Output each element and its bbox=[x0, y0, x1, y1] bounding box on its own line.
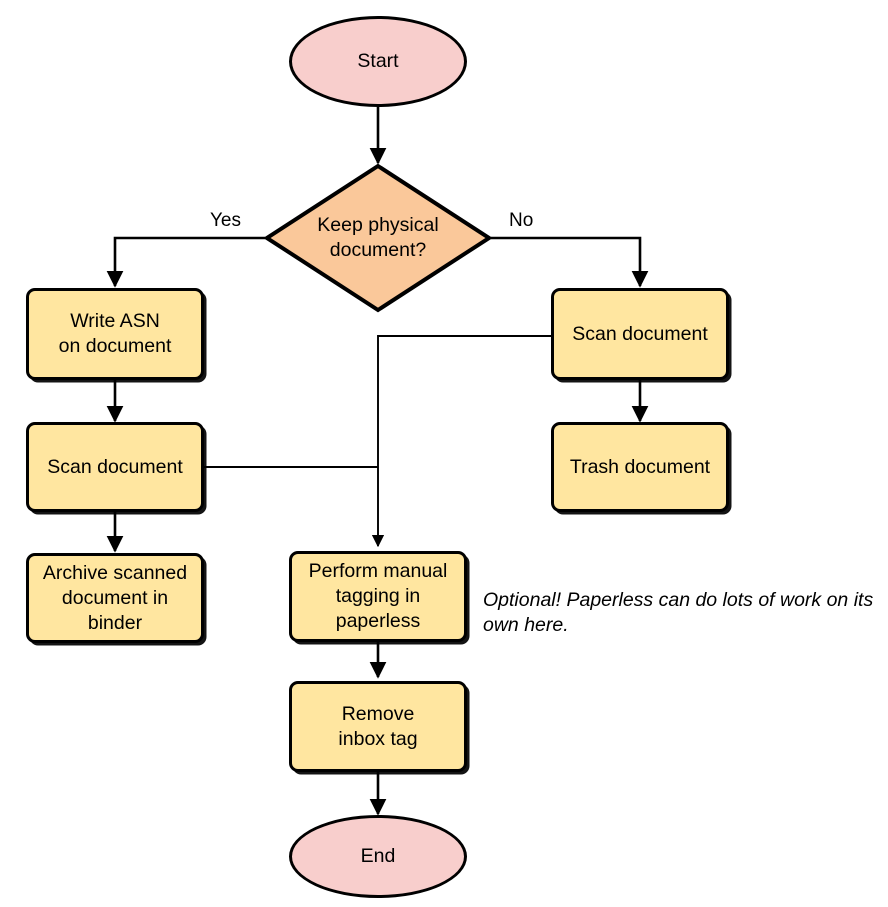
node-scan-document-right-label: Scan document bbox=[572, 322, 708, 345]
node-manual-tagging[interactable]: Perform manual tagging in paperless bbox=[289, 551, 467, 642]
edge-label-yes: Yes bbox=[210, 210, 241, 231]
node-decision-label: Keep physical document? bbox=[264, 163, 492, 313]
node-trash-document-label: Trash document bbox=[569, 455, 711, 478]
edge-label-no: No bbox=[509, 210, 534, 231]
node-end-label: End bbox=[360, 845, 396, 867]
node-remove-inbox-tag-label: Remove inbox tag bbox=[338, 702, 418, 750]
edge-decision-to-write-asn bbox=[106, 236, 265, 288]
edge-decision-to-scan-right bbox=[491, 236, 649, 288]
node-manual-tagging-label: Perform manual tagging in paperless bbox=[308, 560, 448, 632]
node-archive-binder-label: Archive scanned document in binder bbox=[42, 561, 188, 634]
edge-scan-right-to-tagging bbox=[371, 335, 552, 548]
node-archive-binder[interactable]: Archive scanned document in binder bbox=[26, 553, 204, 643]
node-start[interactable]: Start bbox=[289, 16, 467, 107]
node-scan-document-left-label: Scan document bbox=[47, 455, 183, 478]
node-start-label: Start bbox=[357, 50, 399, 72]
node-decision[interactable]: Keep physical document? bbox=[264, 163, 492, 313]
node-decision-text: Keep physical document? bbox=[317, 214, 439, 261]
node-end[interactable]: End bbox=[289, 815, 467, 898]
node-scan-document-right[interactable]: Scan document bbox=[551, 288, 729, 380]
node-write-asn-label: Write ASN on document bbox=[58, 310, 172, 357]
annotation-optional-note: Optional! Paperless can do lots of work … bbox=[483, 589, 874, 636]
node-write-asn[interactable]: Write ASN on document bbox=[26, 288, 204, 380]
node-scan-document-left[interactable]: Scan document bbox=[26, 422, 204, 512]
node-trash-document[interactable]: Trash document bbox=[551, 422, 729, 512]
node-remove-inbox-tag[interactable]: Remove inbox tag bbox=[289, 681, 467, 772]
